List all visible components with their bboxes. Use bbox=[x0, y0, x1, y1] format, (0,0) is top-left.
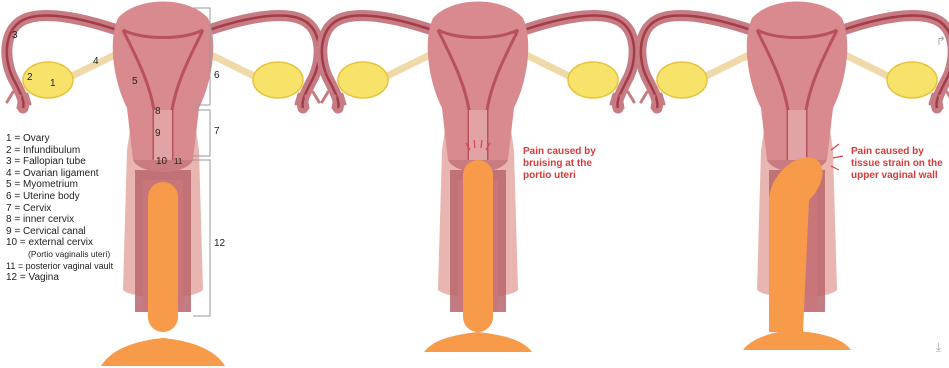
penis-base-left bbox=[101, 338, 225, 366]
callout-right-line: tissue strain on the bbox=[851, 158, 943, 170]
label-6: 6 bbox=[214, 70, 220, 81]
callout-right: Pain caused by tissue strain on the uppe… bbox=[851, 146, 943, 182]
legend-item: 3 = Fallopian tube bbox=[6, 156, 156, 168]
penis-base-right bbox=[743, 330, 851, 350]
label-12: 12 bbox=[214, 238, 226, 249]
callout-middle-line: bruising at the bbox=[523, 158, 596, 170]
legend-item: 5 = Myometrium bbox=[6, 179, 156, 191]
legend-item: 9 = Cervical canal bbox=[6, 226, 156, 238]
legend-item: 1 = Ovary bbox=[6, 133, 156, 145]
legend: 1 = Ovary 2 = Infundibulum 3 = Fallopian… bbox=[6, 133, 156, 284]
legend-item: 2 = Infundibulum bbox=[6, 145, 156, 157]
legend-item: 6 = Uterine body bbox=[6, 191, 156, 203]
download-icon[interactable]: ⤓ bbox=[936, 340, 941, 355]
penis-base-middle bbox=[424, 332, 532, 352]
legend-item: 10 = external cervix bbox=[6, 237, 156, 249]
label-5: 5 bbox=[132, 76, 138, 87]
callout-middle: Pain caused by bruising at the portio ut… bbox=[523, 146, 596, 182]
label-2: 2 bbox=[27, 72, 33, 83]
corner-arrow-icon[interactable]: ↱ bbox=[936, 34, 946, 48]
label-11: 11 bbox=[174, 157, 183, 166]
label-1: 1 bbox=[50, 78, 56, 89]
legend-item: 4 = Ovarian ligament bbox=[6, 168, 156, 180]
legend-item: 11 = posterior vaginal vault bbox=[6, 261, 156, 273]
legend-item: 8 = inner cervix bbox=[6, 214, 156, 226]
label-4: 4 bbox=[93, 56, 99, 67]
callout-middle-line: portio uteri bbox=[523, 170, 596, 182]
callout-right-line: upper vaginal wall bbox=[851, 170, 943, 182]
label-7: 7 bbox=[214, 126, 220, 137]
label-8: 8 bbox=[155, 106, 161, 117]
penis-shaft-middle bbox=[463, 160, 493, 332]
label-3: 3 bbox=[12, 30, 18, 41]
legend-item: 7 = Cervix bbox=[6, 203, 156, 215]
legend-item: (Portio vaginalis uteri) bbox=[6, 249, 156, 261]
label-10: 10 bbox=[156, 156, 168, 167]
legend-item: 12 = Vagina bbox=[6, 272, 156, 284]
callout-right-line: Pain caused by bbox=[851, 146, 943, 158]
callout-middle-line: Pain caused by bbox=[523, 146, 596, 158]
